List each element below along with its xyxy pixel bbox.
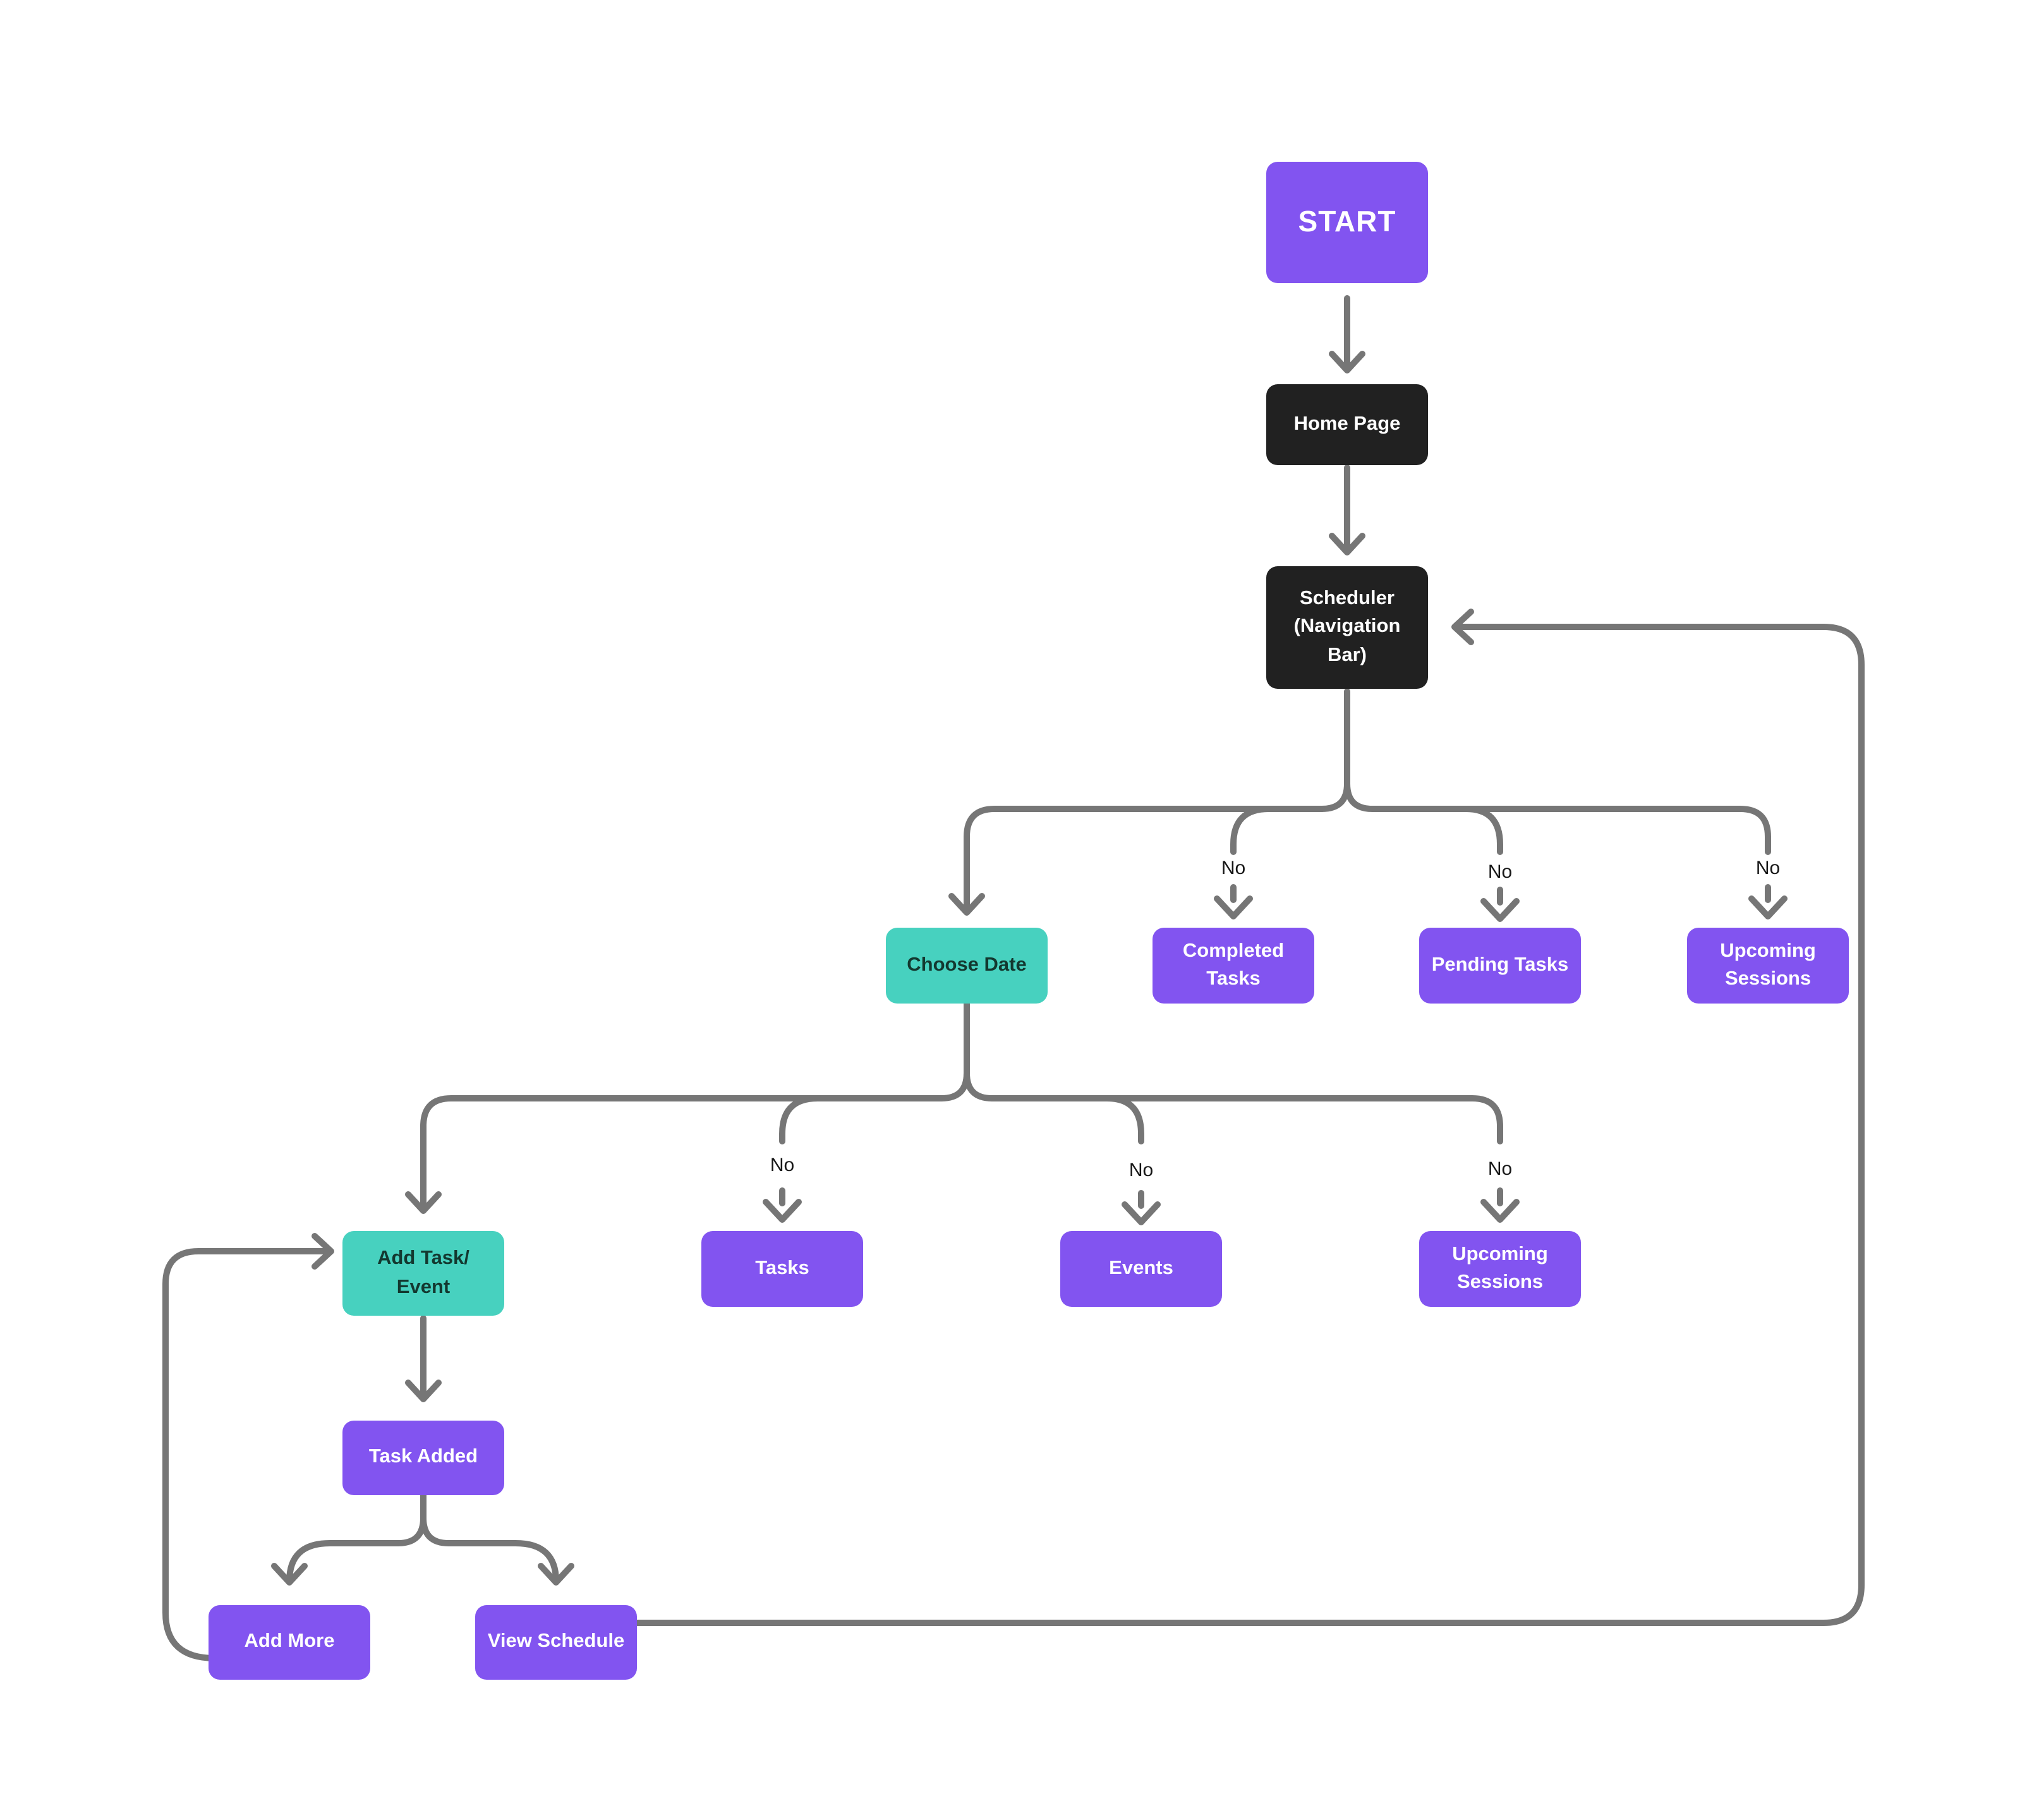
node-task-added[interactable]: Task Added (342, 1421, 504, 1495)
arrow-into-tasks (763, 1187, 802, 1223)
node-events[interactable]: Events (1060, 1231, 1222, 1307)
edge-label-no-upcoming-sessions-1: No (1755, 858, 1781, 879)
node-add-more[interactable]: Add More (209, 1605, 370, 1680)
node-view-schedule[interactable]: View Schedule (475, 1605, 637, 1680)
edge-home-scheduler (1329, 464, 1365, 555)
edge-choose-date-to-upcoming-2-stub (989, 1095, 1503, 1144)
edge-task-added-to-view-schedule (445, 1540, 574, 1586)
edge-label-no-completed-tasks: No (1221, 858, 1246, 879)
edge-label-no-pending-tasks: No (1487, 861, 1513, 883)
edge-view-schedule-loop-to-scheduler (634, 609, 1865, 1626)
node-start[interactable]: START (1266, 162, 1428, 283)
edge-choose-date-to-events-stub (1104, 1095, 1144, 1144)
node-scheduler[interactable]: Scheduler (Navigation Bar) (1266, 566, 1428, 689)
edge-scheduler-to-upcoming-1-stub (1369, 806, 1771, 855)
edge-choose-date-to-tasks-stub (779, 1095, 821, 1144)
edge-scheduler-to-pending-stub (1463, 806, 1503, 855)
node-pending-tasks[interactable]: Pending Tasks (1419, 928, 1581, 1004)
node-tasks[interactable]: Tasks (701, 1231, 863, 1307)
node-home-page[interactable]: Home Page (1266, 384, 1428, 465)
arrow-into-upcoming-sessions-2 (1480, 1187, 1520, 1223)
arrow-into-upcoming-sessions-1 (1748, 884, 1788, 919)
arrow-into-completed-tasks (1214, 884, 1253, 919)
edge-choose-date-to-add-task (405, 1095, 945, 1214)
edge-label-no-tasks: No (770, 1155, 795, 1176)
edge-choose-date-split-funnel (938, 1000, 995, 1101)
edge-label-no-upcoming-sessions-2: No (1487, 1158, 1513, 1180)
edge-label-no-events: No (1128, 1160, 1154, 1181)
edge-add-more-loop-to-add-task (162, 1233, 334, 1661)
node-choose-date[interactable]: Choose Date (886, 928, 1048, 1004)
node-upcoming-sessions-2[interactable]: Upcoming Sessions (1419, 1231, 1581, 1307)
node-completed-tasks[interactable]: Completed Tasks (1153, 928, 1314, 1004)
node-add-task-event[interactable]: Add Task/ Event (342, 1231, 504, 1316)
edge-scheduler-to-choose-date (948, 806, 1325, 916)
node-upcoming-sessions-1[interactable]: Upcoming Sessions (1687, 928, 1849, 1004)
arrow-into-pending-tasks (1480, 887, 1520, 922)
edge-task-added-to-add-more (271, 1540, 401, 1586)
edge-start-home (1329, 295, 1365, 373)
edge-scheduler-split-funnel (1319, 688, 1376, 812)
arrow-into-events (1122, 1190, 1161, 1225)
edge-task-added-split-funnel (395, 1492, 452, 1546)
edge-scheduler-to-completed-stub (1230, 806, 1272, 855)
edge-add-task-to-task-added (405, 1315, 442, 1402)
